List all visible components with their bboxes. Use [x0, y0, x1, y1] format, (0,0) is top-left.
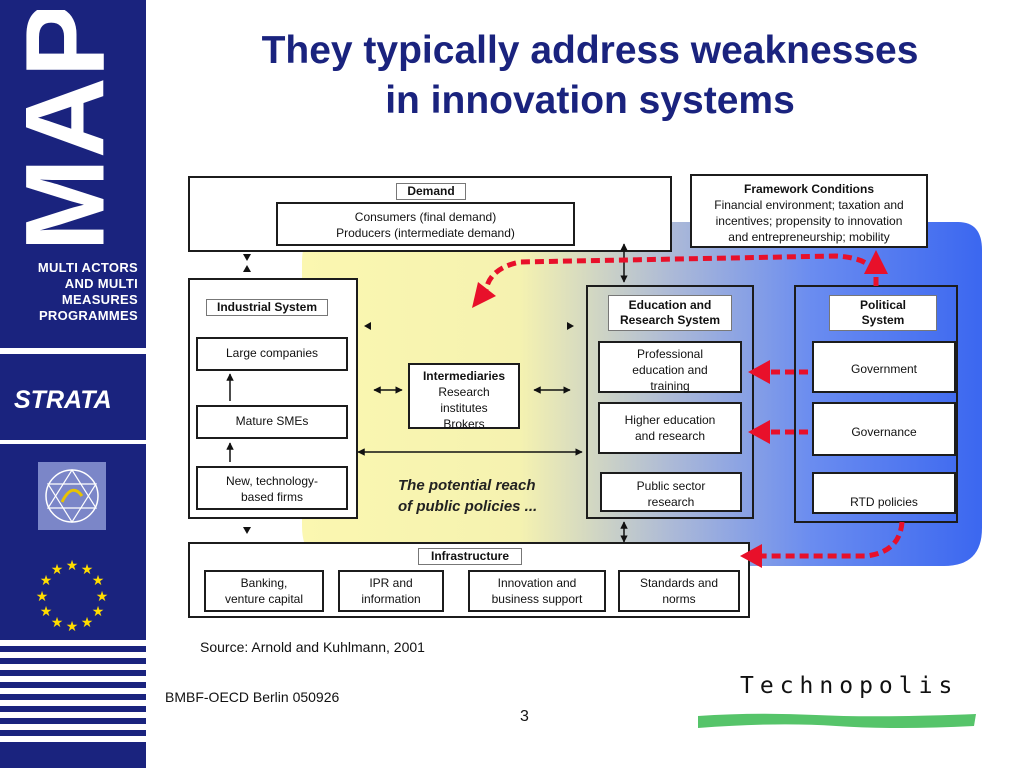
sidebar-divider — [0, 348, 146, 354]
sidebar-divider — [0, 440, 146, 444]
higher-education-line: Higher education — [624, 413, 716, 427]
title-line: They typically address weaknesses — [261, 29, 919, 72]
demand-box: Consumers (final demand) Producers (inte… — [276, 202, 575, 246]
potential-reach-label: The potential reach of public policies .… — [398, 475, 568, 517]
tagline-line: MEASURES — [61, 292, 138, 307]
svg-text:★: ★ — [92, 604, 105, 620]
svg-text:★: ★ — [81, 615, 94, 631]
standards-box: Standards and norms — [618, 570, 740, 612]
new-tech-firms-box: New, technology- based firms — [196, 466, 348, 510]
industrial-header: Industrial System — [206, 299, 328, 316]
political-header-line: Political — [859, 298, 906, 312]
infrastructure-header: Infrastructure — [418, 548, 522, 565]
public-research-line: research — [647, 495, 695, 509]
large-companies-box: Large companies — [196, 337, 348, 371]
svg-text:★: ★ — [51, 615, 64, 631]
higher-education-line: and research — [634, 429, 706, 443]
new-tech-line: based firms — [240, 490, 304, 504]
innovation-line: Innovation and — [497, 576, 577, 590]
page-number: 3 — [520, 708, 529, 725]
professional-line: education and — [632, 363, 708, 377]
education-header-line: Education and — [628, 298, 712, 312]
higher-education-box: Higher education and research — [598, 402, 742, 454]
banking-line: venture capital — [224, 592, 304, 606]
demand-consumers: Consumers (final demand) — [354, 210, 497, 224]
svg-text:★: ★ — [36, 589, 49, 605]
intermediaries-box: Intermediaries Research institutes Broke… — [408, 363, 520, 431]
svg-text:★: ★ — [51, 562, 64, 578]
reach-line: of public policies ... — [398, 498, 538, 515]
innovation-support-box: Innovation and business support — [468, 570, 606, 612]
tagline-line: MULTI ACTORS — [37, 260, 138, 275]
svg-text:★: ★ — [66, 619, 79, 634]
political-header: Political System — [829, 295, 937, 331]
government-box: Government — [812, 341, 956, 393]
reach-line: The potential reach — [398, 477, 536, 494]
governance-box: Governance — [812, 402, 956, 456]
innovation-line: business support — [491, 592, 583, 606]
svg-text:★: ★ — [40, 604, 53, 620]
standards-line: norms — [662, 592, 696, 606]
intermediaries-line: Research — [438, 385, 490, 399]
strata-label: STRATA — [14, 386, 112, 414]
framework-header: Framework Conditions — [743, 182, 874, 196]
eu-stars-icon: ★★★ ★★★ ★★★ ★★★ — [36, 558, 109, 634]
sidebar-tagline: MULTI ACTORS AND MULTI MEASURES PROGRAMM… — [38, 260, 138, 324]
professional-line: Professional — [636, 347, 704, 361]
technopolis-logo-text: Technopolis — [740, 673, 959, 699]
brand-stroke-icon — [698, 713, 976, 728]
sidebar-stripes — [0, 640, 146, 748]
title-line: in innovation systems — [385, 79, 795, 122]
intermediaries-line: Brokers — [443, 417, 485, 431]
ipr-line: IPR and — [369, 576, 413, 590]
svg-text:★: ★ — [66, 558, 79, 574]
tagline-line: PROGRAMMES — [38, 308, 138, 323]
banking-line: Banking, — [240, 576, 288, 590]
mature-smes-box: Mature SMEs — [196, 405, 348, 439]
map-logo-text: MAP — [14, 10, 128, 245]
map-logo: MAP — [14, 10, 128, 245]
new-tech-line: New, technology- — [225, 474, 319, 488]
rtd-policies-box: RTD policies — [812, 472, 956, 514]
framework-line: incentives; propensity to innovation — [715, 214, 903, 228]
ipr-box: IPR and information — [338, 570, 444, 612]
demand-producers: Producers (intermediate demand) — [336, 226, 515, 240]
public-research-line: Public sector — [636, 479, 706, 493]
intermediaries-header: Intermediaries — [422, 369, 506, 383]
standards-line: Standards and — [639, 576, 719, 590]
political-header-line: System — [861, 313, 905, 327]
framework-line: Financial environment; taxation and — [714, 198, 904, 212]
sidebar: MAP MULTI ACTORS AND MULTI MEASURES PROG… — [0, 0, 146, 768]
emblem-icon — [38, 462, 106, 530]
education-header: Education and Research System — [608, 295, 732, 331]
source-note: Source: Arnold and Kuhlmann, 2001 — [200, 639, 425, 655]
framework-box: Framework Conditions Financial environme… — [690, 174, 928, 248]
slide-title: They typically address weaknesses in inn… — [160, 26, 1020, 126]
public-research-box: Public sector research — [600, 472, 742, 512]
svg-text:★: ★ — [96, 589, 109, 605]
svg-text:★: ★ — [40, 573, 53, 589]
footer-text: BMBF-OECD Berlin 050926 — [165, 689, 340, 705]
svg-text:★: ★ — [81, 562, 94, 578]
svg-text:★: ★ — [92, 573, 105, 589]
professional-education-box: Professional education and training — [598, 341, 742, 393]
professional-line: training — [650, 379, 690, 393]
banking-box: Banking, venture capital — [204, 570, 324, 612]
tagline-line: AND MULTI — [64, 276, 138, 291]
demand-header: Demand — [396, 183, 466, 200]
framework-line: and entrepreneurship; mobility — [728, 230, 890, 244]
intermediaries-line: institutes — [440, 401, 488, 415]
education-header-line: Research System — [619, 313, 721, 327]
ipr-line: information — [361, 592, 421, 606]
